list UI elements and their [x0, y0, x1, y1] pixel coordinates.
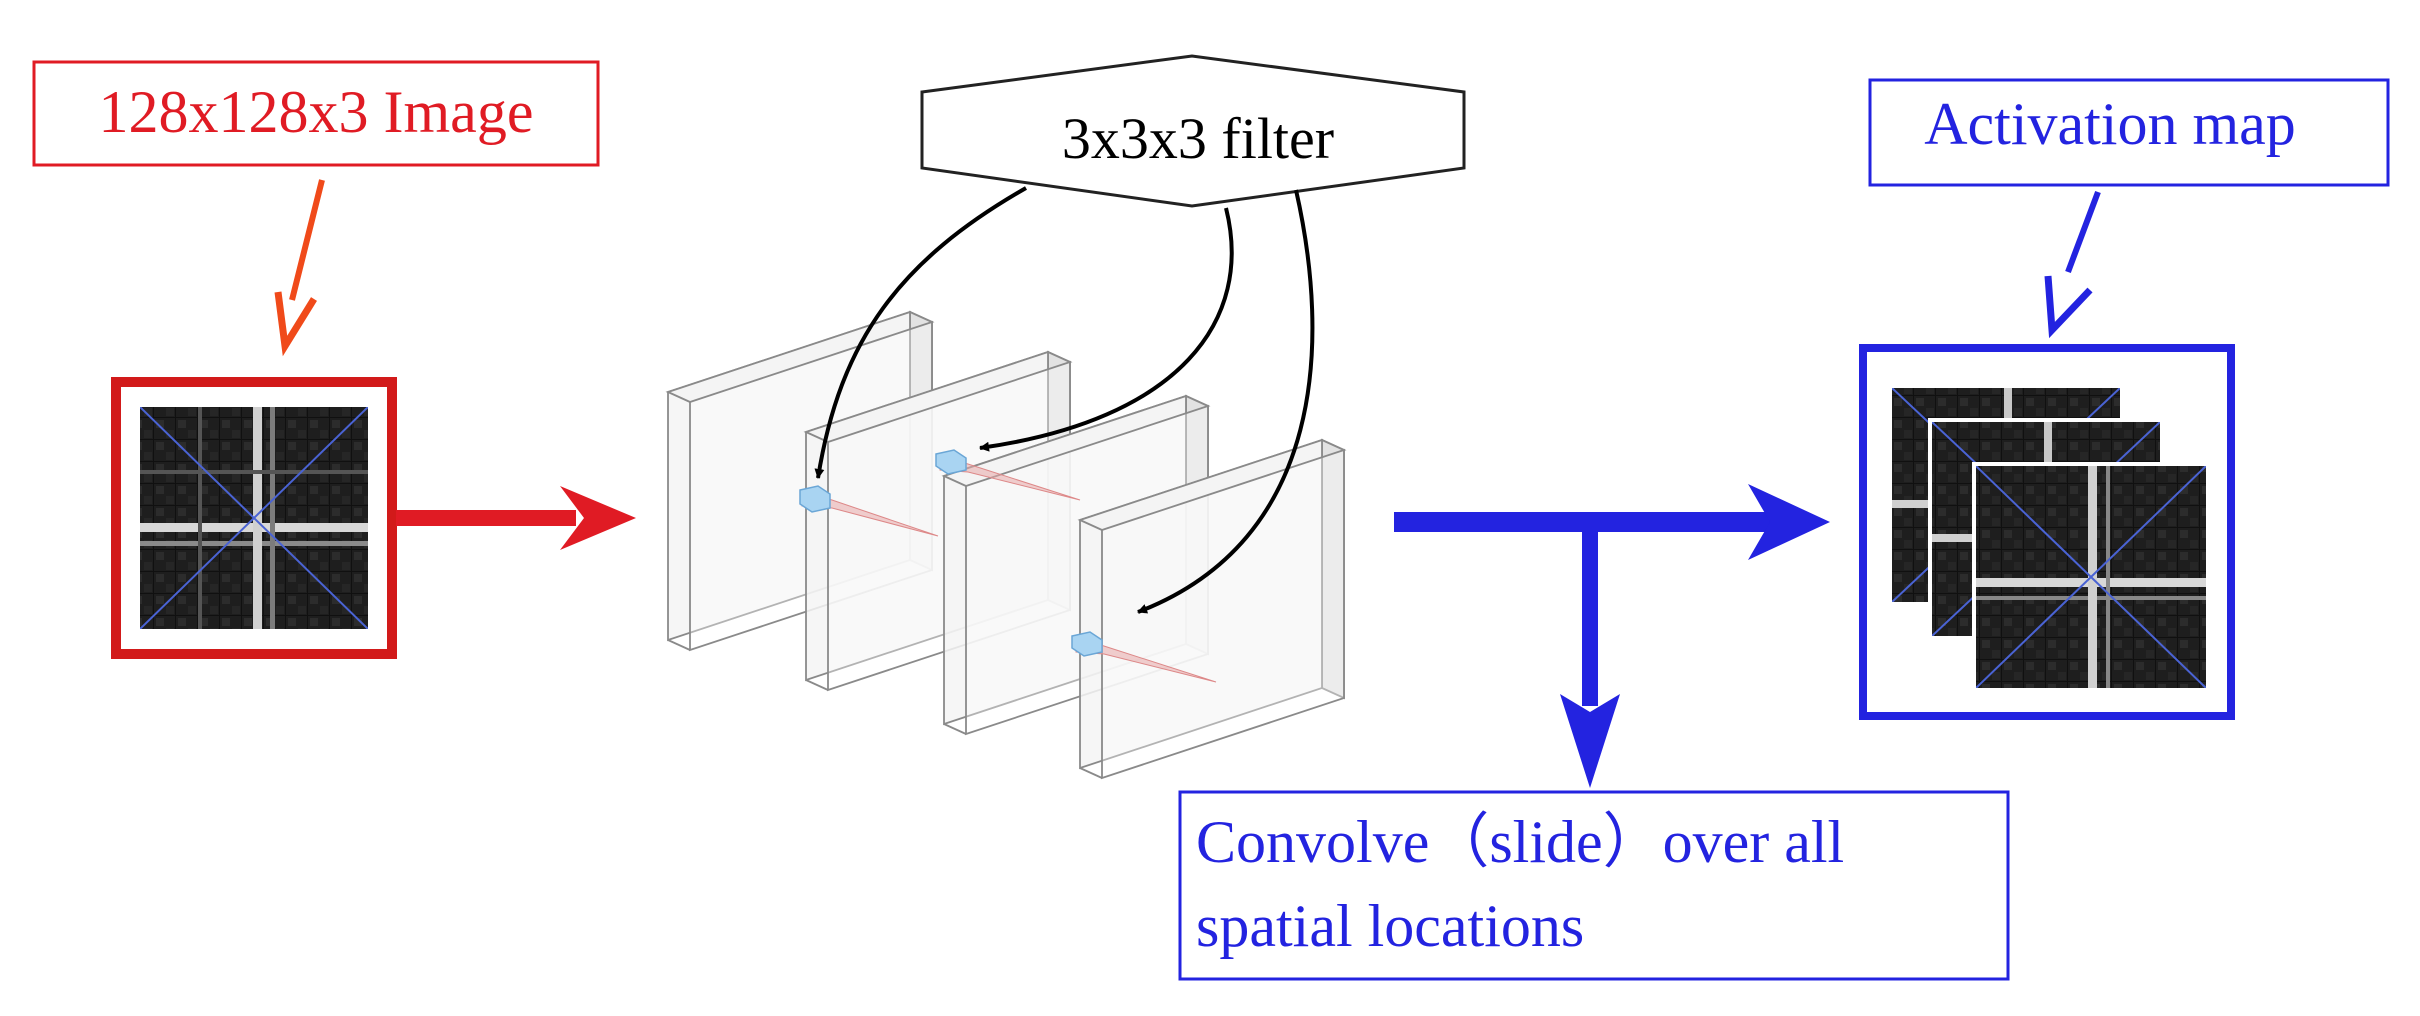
activation-callout-arrow — [2044, 190, 2101, 339]
filter-patches — [799, 449, 1217, 683]
input-image-thumbnail — [140, 407, 368, 629]
filter-arrow-3 — [1137, 189, 1315, 614]
filter-slabs — [665, 310, 1347, 780]
activation-label-text: Activation map — [1924, 91, 2296, 157]
slab-4 — [1077, 438, 1347, 780]
input-to-layers-arrow — [396, 486, 636, 550]
filter-patch-3 — [1071, 631, 1217, 683]
input-callout-arrow — [274, 179, 325, 357]
convolve-label-line2: spatial locations — [1196, 893, 1584, 959]
filter-label-text: 3x3x3 filter — [1062, 106, 1334, 171]
convolve-label-line1: Convolve（slide）over all — [1196, 809, 1844, 875]
input-image-frame — [111, 377, 397, 659]
activation-map-3 — [1972, 462, 2210, 692]
activation-label-box: Activation map — [1868, 78, 2390, 187]
filter-label-hexagon: 3x3x3 filter — [920, 54, 1466, 208]
layers-to-activation-arrow — [1394, 484, 1830, 560]
input-label-box: 128x128x3 Image — [32, 60, 600, 167]
filter-arrow-2 — [979, 207, 1234, 452]
filter-curved-arrows — [814, 186, 1315, 614]
activation-map-frame — [1859, 344, 2235, 720]
filter-arrow-1 — [814, 186, 1027, 479]
convolve-branch-arrow — [1560, 520, 1620, 788]
convolve-label-box: Convolve（slide）over all spatial location… — [1178, 790, 2010, 981]
filter-patch-2 — [935, 449, 1081, 501]
filter-patch-1 — [799, 485, 939, 537]
input-label-text: 128x128x3 Image — [99, 79, 534, 145]
